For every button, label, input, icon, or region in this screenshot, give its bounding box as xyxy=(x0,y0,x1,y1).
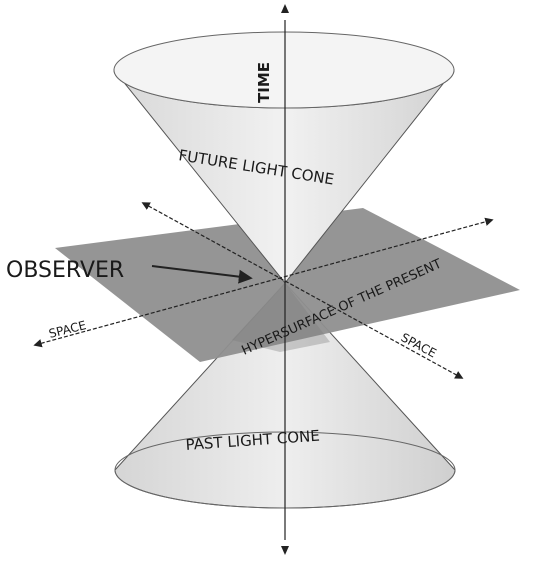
space-label-left: SPACE xyxy=(47,318,87,341)
time-axis-top-arrow-icon xyxy=(281,4,289,13)
time-axis-bottom-arrow-icon xyxy=(281,546,289,555)
time-label: TIME xyxy=(255,62,273,103)
observer-label: OBSERVER xyxy=(6,258,124,283)
space-label-right: SPACE xyxy=(399,330,439,360)
